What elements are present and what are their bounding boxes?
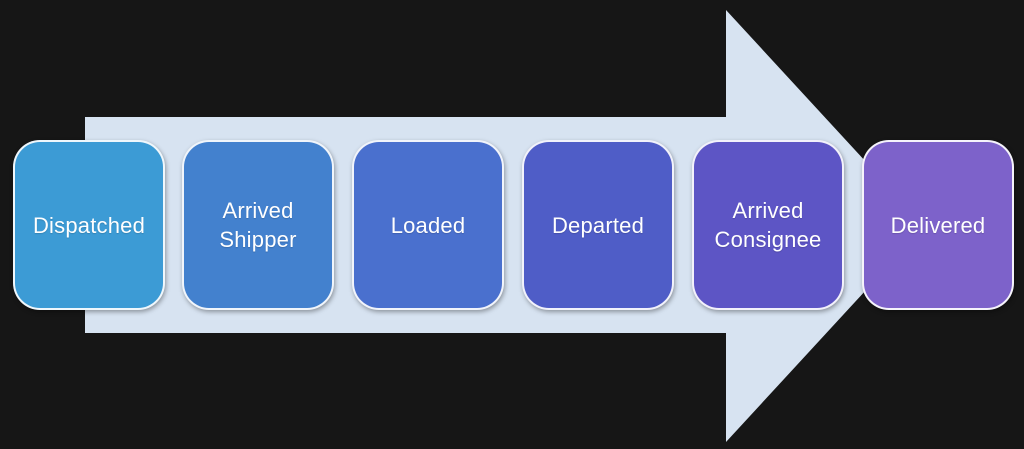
flow-arrow-shape [85, 10, 925, 442]
step-box-arrived-shipper: Arrived Shipper [182, 140, 334, 310]
step-box-loaded: Loaded [352, 140, 504, 310]
step-box-delivered: Delivered [862, 140, 1014, 310]
step-box-departed: Departed [522, 140, 674, 310]
step-label: Arrived Consignee [714, 198, 822, 252]
step-label: Delivered [890, 212, 986, 238]
step-label: Departed [551, 212, 645, 238]
step-label: Dispatched [32, 212, 146, 238]
step-label: Loaded [390, 212, 466, 238]
step-label: Arrived Shipper [219, 198, 297, 252]
step-box-dispatched: Dispatched [13, 140, 165, 310]
step-box-arrived-consignee: Arrived Consignee [692, 140, 844, 310]
